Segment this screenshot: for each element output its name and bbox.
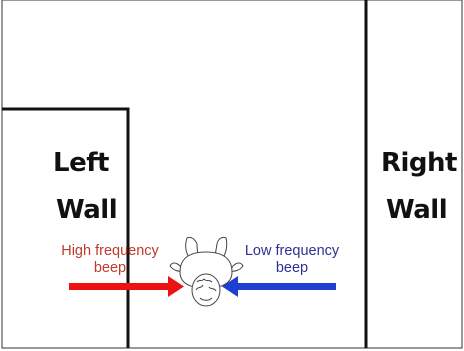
high-beep-line1: High frequency <box>61 243 159 259</box>
high-frequency-beep-label: High frequency beep <box>44 243 176 277</box>
right-wall-label-line2: Wall <box>386 195 448 225</box>
left-wall-label-line1: Left <box>53 148 109 178</box>
left-wall <box>2 107 130 348</box>
low-beep-line2: beep <box>275 260 309 276</box>
right-wall-label-line1: Right <box>381 148 457 178</box>
low-frequency-beep-label: Low frequency beep <box>230 243 354 277</box>
left-wall-label-line2: Wall <box>56 195 118 225</box>
high-beep-line2: beep <box>93 260 127 276</box>
listener-figure <box>169 236 244 307</box>
low-frequency-arrow <box>222 276 336 297</box>
high-frequency-arrow <box>69 276 184 297</box>
low-beep-line1: Low frequency <box>244 243 340 259</box>
